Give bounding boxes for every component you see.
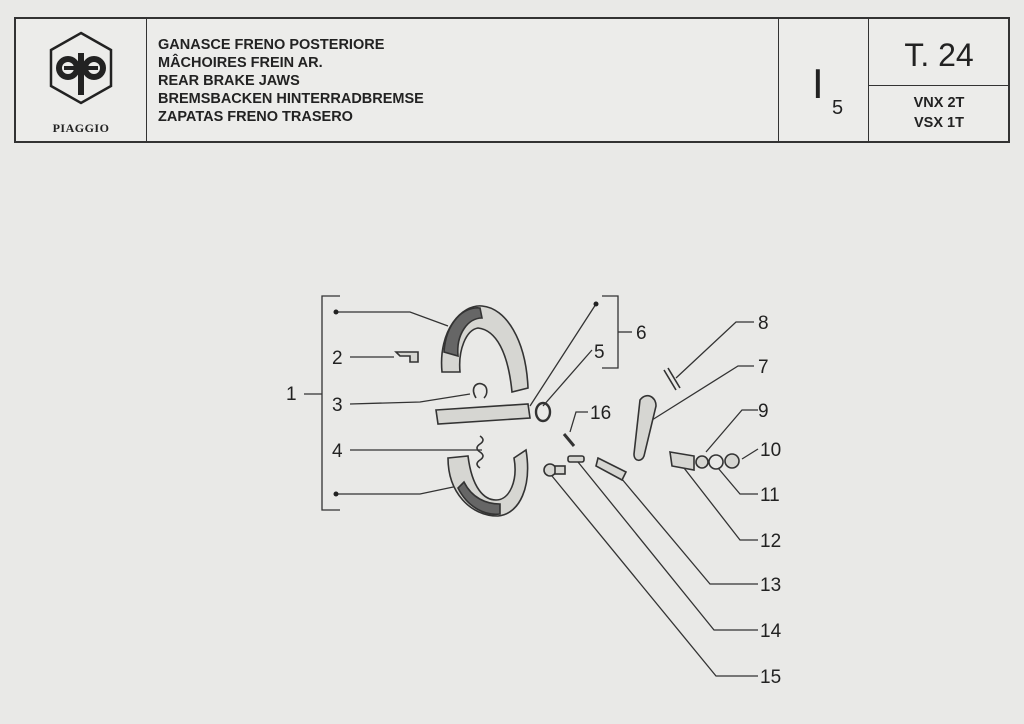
pivot-pin <box>435 403 531 425</box>
callout-1: 1 <box>286 384 297 405</box>
bolt-shank <box>554 465 566 475</box>
leader-10 <box>741 448 759 460</box>
adjuster-plate <box>669 451 695 471</box>
leader-9 <box>705 409 758 453</box>
link-plate <box>595 456 628 482</box>
title-italian: GANASCE FRENO POSTERIORE <box>158 37 385 53</box>
model-vnx: VNX 2T <box>913 95 965 111</box>
washer <box>534 401 552 423</box>
nut <box>724 453 740 469</box>
leader-15 <box>551 475 758 677</box>
callout-2: 2 <box>332 348 343 369</box>
brake-lever <box>633 394 657 462</box>
leader-shoe-upper <box>336 311 449 327</box>
bracket-1 <box>321 295 340 511</box>
callout-9: 9 <box>758 401 769 422</box>
leader-7 <box>651 365 754 421</box>
title-block: PIAGGIO GANASCE FRENO POSTERIORE MÂCHOIR… <box>14 17 1010 143</box>
title-spanish: ZAPATAS FRENO TRASERO <box>158 109 353 125</box>
leader-8 <box>675 321 754 379</box>
callout-10: 10 <box>760 440 781 461</box>
upper-shoe-lining <box>443 307 483 358</box>
leader-14 <box>577 461 758 631</box>
piaggio-logo <box>49 31 113 105</box>
bullet <box>593 301 599 307</box>
title-list: GANASCE FRENO POSTERIORE MÂCHOIRES FREIN… <box>158 36 424 126</box>
small-pin <box>562 433 576 447</box>
callout-14: 14 <box>760 621 782 642</box>
bullet <box>333 309 339 315</box>
table-number: T. 24 <box>904 37 974 73</box>
leader-11 <box>717 467 758 495</box>
divider <box>146 19 147 141</box>
title-english: REAR BRAKE JAWS <box>158 73 300 89</box>
flat-washer <box>708 454 724 470</box>
callout-11: 11 <box>760 485 780 506</box>
model-vsx: VSX 1T <box>914 115 964 131</box>
divider <box>778 19 779 141</box>
callout-8: 8 <box>758 313 769 334</box>
callout-13: 13 <box>760 575 781 596</box>
leader-shoe-lower <box>336 485 459 495</box>
brand-name: PIAGGIO <box>52 121 110 135</box>
return-spring <box>476 435 484 469</box>
bullet <box>333 491 339 497</box>
callout-4: 4 <box>332 441 343 462</box>
leader-13 <box>615 471 758 585</box>
leader-12 <box>683 467 758 541</box>
callout-5: 5 <box>594 342 605 363</box>
leader-3 <box>349 393 471 405</box>
divider <box>868 19 869 141</box>
logo-cell: PIAGGIO <box>16 19 146 141</box>
callout-7: 7 <box>758 357 769 378</box>
callout-12: 12 <box>760 531 781 552</box>
callout-16: 16 <box>590 403 611 424</box>
retaining-clip <box>394 351 419 363</box>
connecting-pin <box>567 455 585 463</box>
cotter-pin <box>663 367 681 391</box>
title-german: BREMSBACKEN HINTERRADBREMSE <box>158 91 424 107</box>
leader-5 <box>542 349 593 407</box>
omega-spring <box>472 382 488 399</box>
callout-3: 3 <box>332 395 343 416</box>
leader-upper-bracket <box>529 303 597 407</box>
callout-6: 6 <box>636 323 647 344</box>
lower-shoe-lining <box>457 480 501 516</box>
model-list: VNX 2T VSX 1T <box>868 87 1010 133</box>
spring-washer <box>695 455 709 469</box>
section-number: 5 <box>832 97 844 119</box>
callout-15: 15 <box>760 667 781 688</box>
title-french: MÂCHOIRES FREIN AR. <box>158 55 323 71</box>
divider <box>868 85 1010 86</box>
leader-16 <box>569 411 588 433</box>
section-letter: I <box>812 60 824 107</box>
